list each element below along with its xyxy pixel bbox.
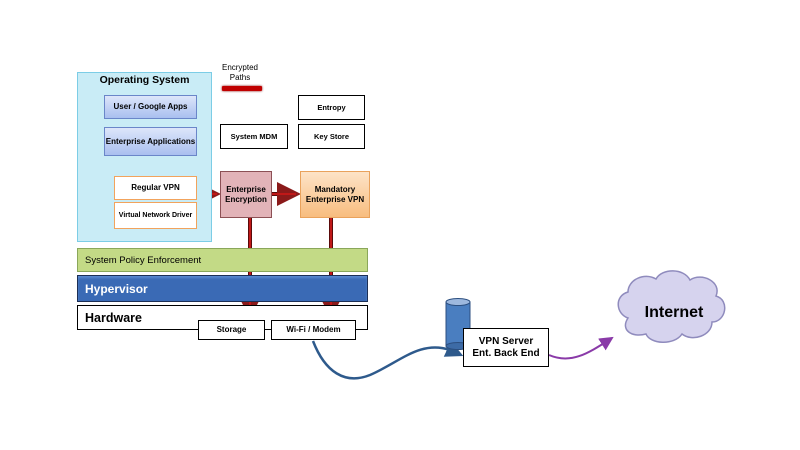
vpn-server-line2: Ent. Back End: [472, 347, 540, 359]
internet-link: [548, 336, 614, 360]
legend-swatch: [222, 86, 262, 91]
storage-box: Storage: [198, 320, 265, 340]
network-link: [311, 340, 464, 380]
entropy-box: Entropy: [298, 95, 365, 120]
internet-label: Internet: [644, 304, 704, 321]
virtual-network-driver-box: Virtual Network Driver: [114, 202, 197, 229]
vpn-server-line1: VPN Server: [478, 335, 534, 347]
vpn-server-box: VPN Server Ent. Back End: [463, 328, 549, 367]
internet-cloud-icon: [617, 270, 726, 343]
key-store-box: Key Store: [298, 124, 365, 149]
system-mdm-box: System MDM: [220, 124, 288, 149]
os-title: Operating System: [99, 74, 190, 86]
regular-vpn-box: Regular VPN: [114, 176, 197, 200]
legend-label: Encrypted Paths: [221, 63, 259, 82]
enterprise-apps-box: Enterprise Applications: [104, 127, 197, 156]
wifi-modem-box: Wi-Fi / Modem: [271, 320, 356, 340]
user-apps-box: User / Google Apps: [104, 95, 197, 119]
enterprise-encryption-box: Enterprise Encryption: [220, 171, 272, 218]
hypervisor-layer: Hypervisor: [77, 275, 368, 302]
policy-layer: System Policy Enforcement: [77, 248, 368, 272]
mandatory-enterprise-vpn-box: Mandatory Enterprise VPN: [300, 171, 370, 218]
